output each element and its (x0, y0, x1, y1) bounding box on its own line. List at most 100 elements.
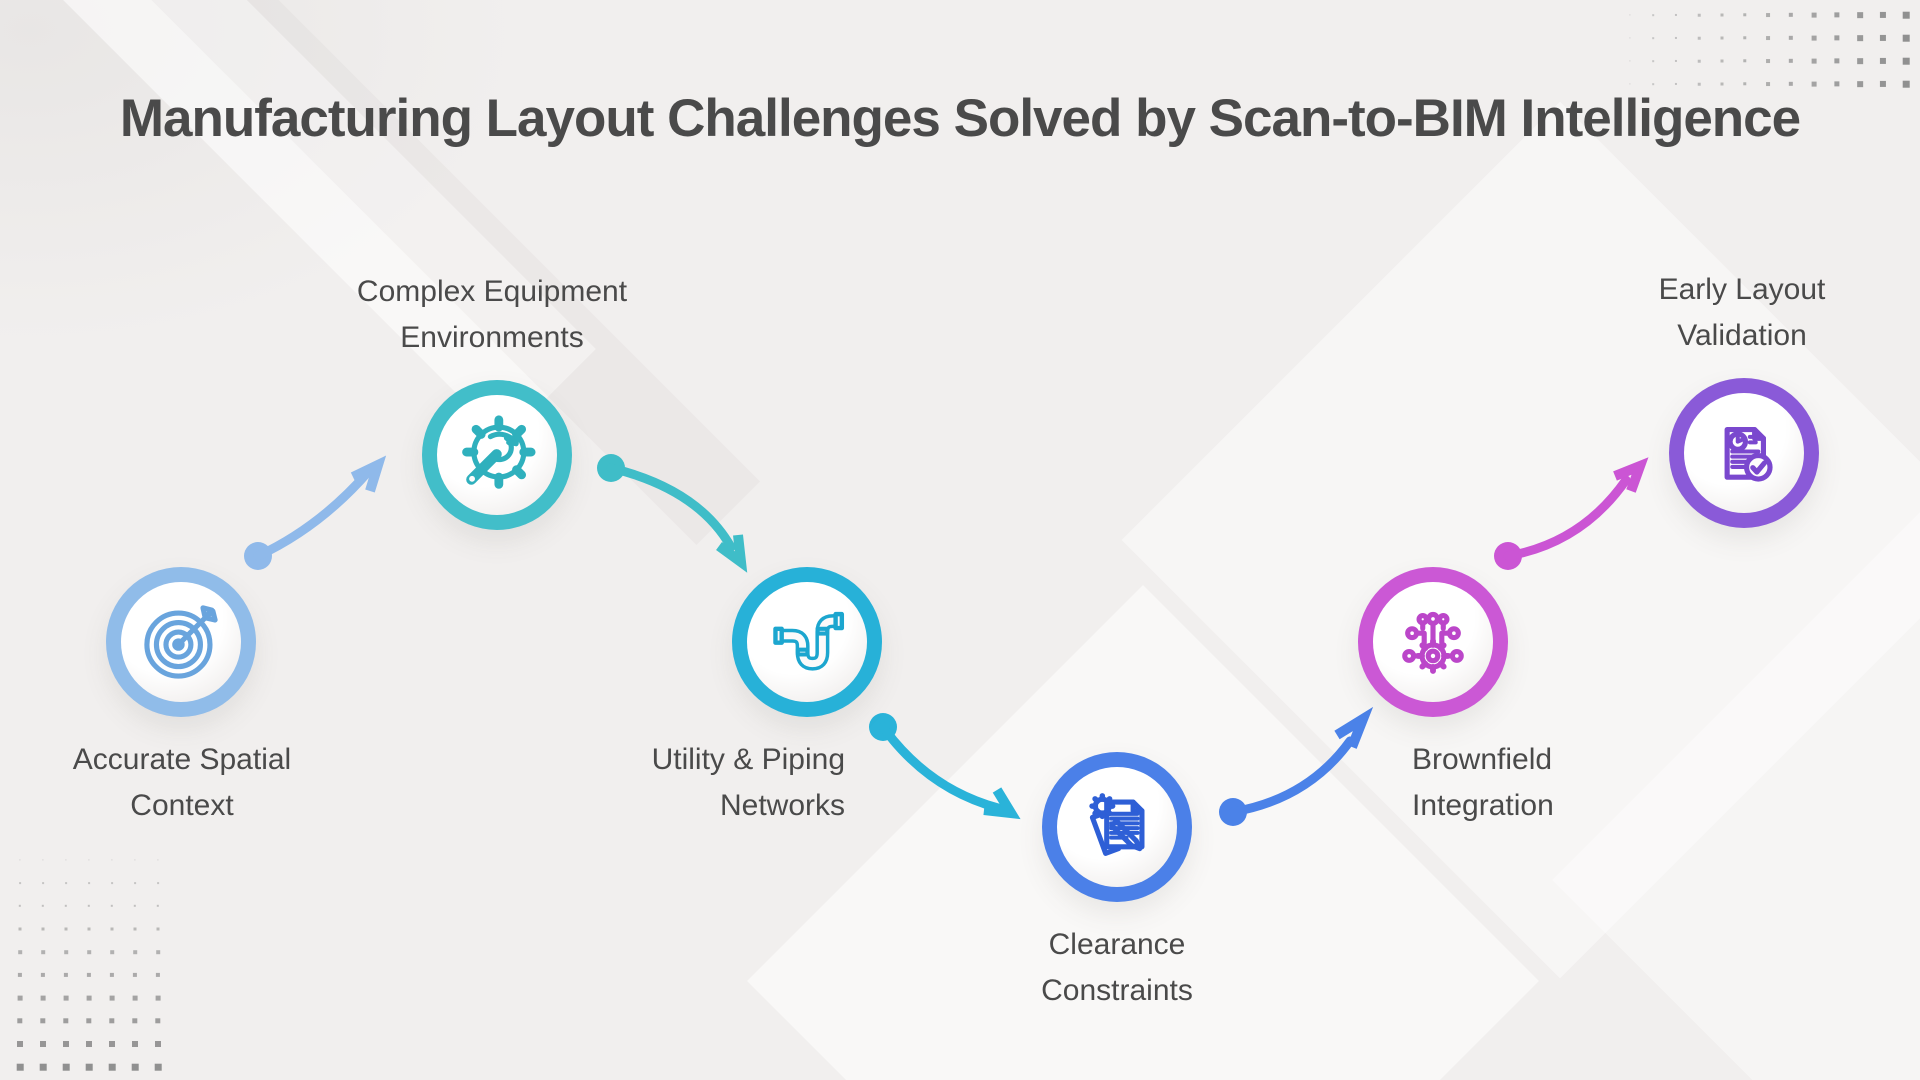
decor-dot (1788, 81, 1794, 87)
step-label-line2: Networks (719, 789, 845, 822)
decor-dot (40, 1018, 46, 1024)
decor-dot (108, 1063, 116, 1071)
decor-dot (64, 927, 68, 931)
decor-dot (1788, 35, 1794, 41)
step-label-line1: Complex Equipment (356, 275, 628, 308)
decor-dot (132, 1041, 138, 1047)
arrowhead-icon (1613, 457, 1649, 493)
decor-dot (19, 882, 21, 884)
decor-dot (1743, 13, 1747, 17)
document-gear-pencil-icon (1089, 793, 1145, 856)
decor-dot (132, 995, 138, 1001)
decor-dot (63, 1041, 69, 1047)
step-label-accurate-spatial-context: Accurate Spatial Context (0, 737, 382, 829)
decor-dot (1652, 37, 1654, 39)
step-label-line1: Accurate Spatial (72, 743, 292, 776)
decor-dot (87, 950, 91, 954)
step-label-line2: Constraints (1041, 974, 1193, 1007)
decor-dot (1788, 58, 1794, 64)
decor-dot (42, 882, 44, 884)
decor-dot (40, 972, 46, 978)
decor-dot (132, 1018, 138, 1024)
decor-dot (133, 927, 137, 931)
decor-dot (63, 972, 69, 978)
step-label-line1: Utility & Piping (651, 743, 845, 776)
step-label-complex-equipment-environments: Complex Equipment Environments (292, 269, 692, 361)
decor-dot (1720, 59, 1724, 63)
decor-dot (157, 859, 159, 861)
decor-dot (1720, 82, 1724, 86)
connector-dot (869, 713, 897, 741)
page-title: Manufacturing Layout Challenges Solved b… (119, 89, 1801, 148)
decor-dot (109, 1018, 115, 1024)
decor-dot (64, 950, 68, 954)
decor-dot (1879, 57, 1887, 65)
connector-arrow-2 (597, 454, 748, 573)
decor-dot (155, 1018, 161, 1024)
decor-dot (1652, 60, 1654, 62)
decor-dot (1652, 83, 1654, 85)
decor-dot (110, 927, 114, 931)
step-circle-early-layout-validation (1669, 378, 1819, 528)
decor-dot (63, 1018, 69, 1024)
decor-dot (109, 972, 115, 978)
decor-dot (154, 1063, 162, 1071)
step-label-line2: Context (130, 789, 234, 822)
step-circle-accurate-spatial-context (106, 567, 256, 717)
decor-dot (1834, 58, 1840, 64)
decor-dot (1766, 36, 1770, 40)
decor-dot (1720, 13, 1724, 17)
decor-dot (1857, 35, 1863, 41)
decor-dot (1811, 12, 1817, 18)
connector-curve (1503, 475, 1631, 561)
decor-dot (40, 995, 46, 1001)
arrowhead-icon (1334, 706, 1374, 749)
decor-dot (111, 859, 113, 861)
decor-dot (132, 972, 138, 978)
connector-dot (1219, 798, 1247, 826)
decor-dot (88, 859, 90, 861)
decor-dot (1902, 57, 1910, 65)
decor-dot (109, 995, 115, 1001)
step-label-utility-piping-networks: Utility & Piping Networks (445, 737, 845, 829)
connector-curve (606, 463, 736, 552)
decor-dot (1834, 81, 1840, 87)
decor-dot (87, 904, 91, 908)
decor-dot (134, 882, 136, 884)
decor-dot (85, 1063, 93, 1071)
background-stripe (0, 0, 596, 441)
decor-dot (1629, 60, 1631, 62)
decor-dot (109, 1041, 115, 1047)
connector-curve (253, 467, 373, 561)
gear-wrench-icon (462, 415, 536, 489)
decor-dot (1879, 11, 1887, 19)
decor-dot (1743, 36, 1747, 40)
decor-dot (1857, 81, 1863, 87)
decor-dot (39, 1063, 47, 1071)
decor-dot (1674, 59, 1678, 63)
decor-dot (133, 904, 137, 908)
decor-dot (134, 859, 136, 861)
decor-dot (157, 882, 159, 884)
step-label-line2: Validation (1677, 319, 1807, 352)
connector-dot (597, 454, 625, 482)
connector-curve (1228, 736, 1355, 817)
decor-dot (17, 972, 23, 978)
step-label-line1: Early Layout (1658, 273, 1826, 306)
step-inner-circle (437, 395, 557, 515)
decor-dot (1857, 12, 1863, 18)
decor-dot (1902, 80, 1910, 88)
decor-dot (62, 1063, 70, 1071)
decor-dot (1629, 14, 1631, 16)
connector-arrow-3 (869, 713, 1021, 820)
decor-dot (1720, 36, 1724, 40)
decor-dot (1697, 36, 1701, 40)
decor-dot (63, 995, 69, 1001)
decor-dot (1879, 34, 1887, 42)
arrowhead-icon (716, 534, 748, 573)
decor-dot (1788, 12, 1794, 18)
decor-dot (64, 904, 68, 908)
decor-dot (17, 1018, 23, 1024)
decor-dot (1902, 11, 1910, 19)
